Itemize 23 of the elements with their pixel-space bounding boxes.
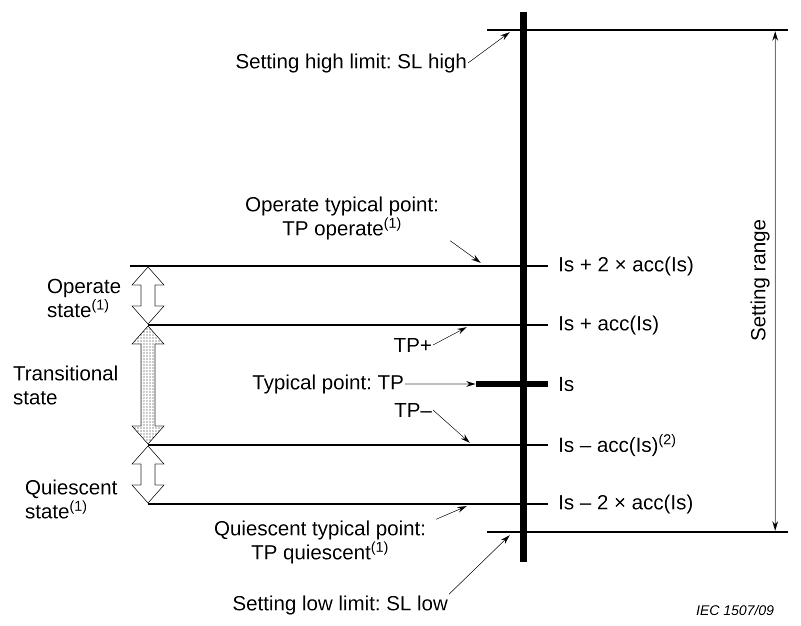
leader-label: Typical point: TP: [252, 374, 403, 394]
leader-arrow: [432, 410, 470, 443]
value-label: Is – 2 × acc(Is): [560, 494, 692, 514]
level-line: [130, 265, 548, 267]
leader-arrow: [448, 535, 510, 595]
range-label: Setting range: [750, 220, 770, 340]
double-arrow: [131, 446, 165, 504]
state-label: Quiescent state$^{(1)}$: [26, 479, 118, 519]
state-label: Operate state$^{(1)}$: [48, 278, 120, 318]
value-label: Is: [560, 376, 574, 392]
leader-label: Setting high limit: SL high: [236, 53, 466, 73]
leader-label: TP–: [394, 402, 432, 418]
value-label: Is + 2 × acc(Is): [560, 256, 692, 276]
leader-label: Setting low limit: SL low: [233, 595, 448, 615]
leader-label: Operate typical point: TP operate$^{(1)}$: [246, 196, 437, 240]
value-label: Is – acc(Is)$^{(2)}$: [560, 434, 676, 456]
leader-label: TP+: [394, 338, 431, 352]
value-label: Is + acc(Is): [560, 315, 658, 335]
double-arrow: [131, 326, 165, 444]
figure-number: IEC 1507/09: [696, 604, 774, 616]
leader-label: Quiescent typical point: TP quiescent$^{(1)}$: [215, 520, 424, 564]
state-label: Transitional state: [13, 365, 117, 405]
double-arrow: [131, 266, 165, 324]
